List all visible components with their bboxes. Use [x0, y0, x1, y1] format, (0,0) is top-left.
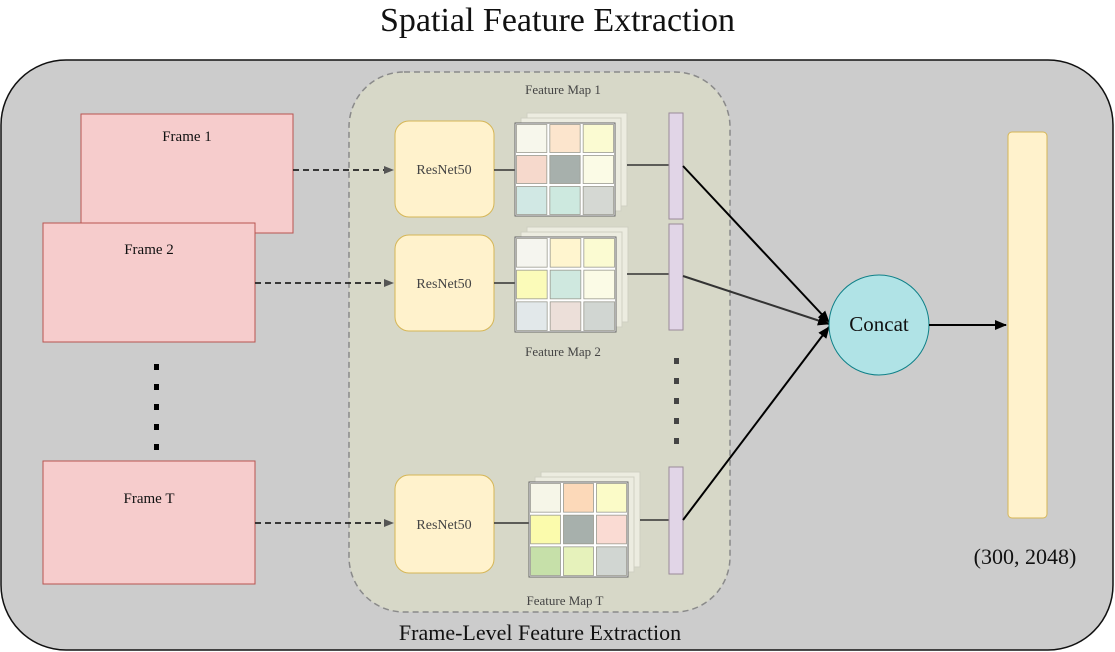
resnet50-label-t: ResNet50 [416, 518, 471, 533]
feature-map-cell [596, 483, 627, 513]
feature-map-cell [549, 124, 581, 153]
feature-map-cell [563, 514, 594, 545]
feature-map-cell [516, 238, 548, 268]
feature-map-cell [549, 269, 582, 300]
arrow-vector1-concat [682, 165, 830, 323]
feature-map-cell [549, 186, 581, 215]
frame-2-label: Frame 2 [124, 242, 174, 258]
feature-map-cell [582, 186, 614, 215]
diagram-title: Spatial Feature Extraction [380, 2, 735, 39]
feature-map-t [528, 471, 641, 578]
feature-map-cell [530, 514, 561, 545]
concat-node: Concat [828, 274, 930, 376]
feature-map-cell [516, 186, 548, 215]
feature-map-cell [516, 124, 548, 153]
resnet50-block-2: ResNet50 [394, 234, 495, 332]
feature-map-cell [530, 546, 561, 576]
panel-label: Frame-Level Feature Extraction [399, 620, 681, 645]
resnet50-label-1: ResNet50 [416, 163, 471, 178]
frames-ellipsis [154, 364, 159, 450]
feature-map-1 [514, 112, 628, 217]
feature-vector-2 [668, 223, 684, 331]
feature-map-cell [563, 546, 594, 576]
feature-map-cell [530, 483, 561, 513]
frame-1: Frame 1 [80, 113, 294, 234]
feature-map-cell [516, 301, 548, 331]
resnet50-block-t: ResNet50 [394, 474, 495, 574]
feature-map-cell [549, 238, 582, 268]
vectors-ellipsis [674, 358, 679, 444]
feature-map-cell [516, 269, 548, 300]
feature-map-cell [596, 546, 627, 576]
feature-map-cell [563, 483, 594, 513]
feature-map-cell [516, 155, 548, 184]
feature-vector-t [668, 466, 684, 575]
concat-label: Concat [849, 312, 909, 336]
resnet50-block-1: ResNet50 [394, 120, 495, 218]
feature-map-cell [596, 514, 627, 545]
feature-map-cell [582, 155, 614, 184]
feature-map-2 [514, 226, 629, 333]
output-shape-label: (300, 2048) [974, 544, 1077, 569]
feature-map-cell [583, 238, 615, 268]
feature-vector-1 [668, 112, 684, 220]
feature-map-cell [549, 155, 581, 184]
output-feature-vector [1007, 131, 1048, 519]
resnet50-label-2: ResNet50 [416, 277, 471, 292]
feature-map-cell [583, 301, 615, 331]
feature-map-t-label: Feature Map T [526, 593, 603, 608]
arrow-vector2-concat [682, 275, 830, 326]
feature-map-cell [582, 124, 614, 153]
arrow-vectort-concat [682, 326, 830, 521]
feature-map-cell [583, 269, 615, 300]
frame-t: Frame T [42, 460, 256, 585]
frame-1-label: Frame 1 [162, 129, 212, 145]
frame-2: Frame 2 [42, 222, 256, 343]
feature-map-1-label: Feature Map 1 [525, 82, 601, 97]
feature-map-cell [549, 301, 582, 331]
frame-t-label: Frame T [124, 491, 175, 507]
feature-map-2-label: Feature Map 2 [525, 344, 601, 359]
